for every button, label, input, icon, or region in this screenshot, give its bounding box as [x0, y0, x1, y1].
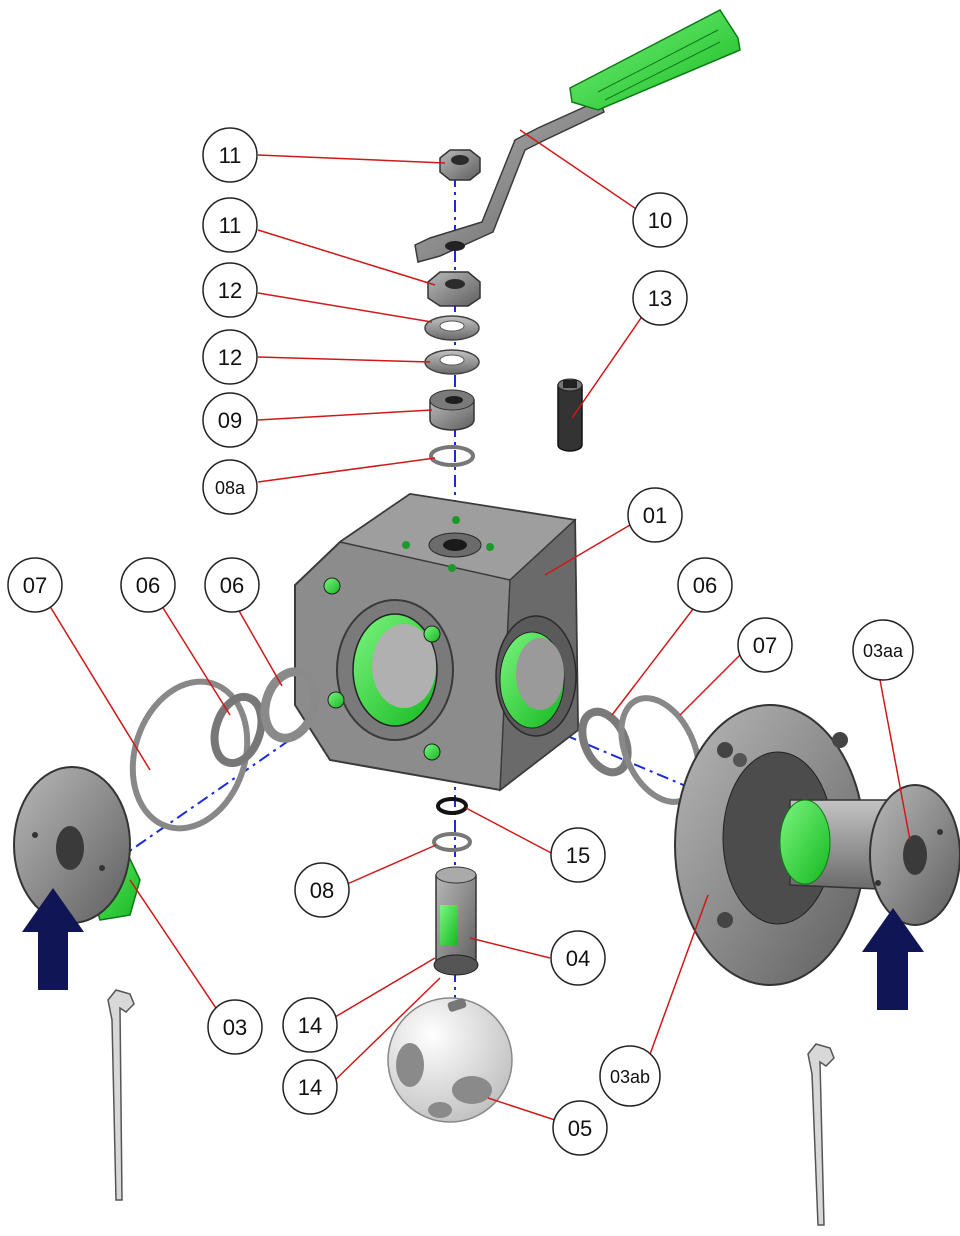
seat-part-right	[578, 707, 632, 777]
callout-10: 10	[632, 192, 688, 248]
stop-screw-part	[557, 378, 583, 452]
callout-label: 03	[223, 1015, 247, 1040]
seat-part-left-outer	[210, 692, 266, 768]
callout-07-right: 07	[737, 617, 793, 673]
callout-15: 15	[550, 827, 606, 883]
callout-14-upper: 14	[282, 997, 338, 1053]
callout-label: 14	[298, 1013, 322, 1038]
callout-label: 08	[310, 878, 334, 903]
handle-part	[414, 9, 741, 263]
callout-label: 13	[648, 286, 672, 311]
callout-11-upper: 11	[202, 127, 258, 183]
callout-label: 01	[643, 503, 667, 528]
callout-label: 04	[566, 946, 590, 971]
callout-12-upper: 12	[202, 262, 258, 318]
callout-08a: 08a	[202, 459, 258, 515]
flow-direction-arrow-left	[22, 888, 84, 990]
callout-label: 12	[218, 278, 242, 303]
valve-body-part	[294, 492, 580, 792]
callout-label: 06	[136, 573, 160, 598]
callout-12-lower: 12	[202, 329, 258, 385]
stem-part	[433, 866, 479, 976]
callout-label: 14	[298, 1075, 322, 1100]
stem-seal-part-top	[429, 445, 475, 467]
callout-04: 04	[550, 930, 606, 986]
gland-part	[429, 389, 475, 431]
callout-09: 09	[202, 392, 258, 448]
gasket-part-left	[129, 678, 251, 832]
callout-03: 03	[207, 999, 263, 1055]
callout-label: 15	[566, 843, 590, 868]
callout-label: 03aa	[863, 641, 904, 661]
callout-label: 11	[219, 213, 242, 238]
ball-part	[387, 997, 513, 1123]
spanner-icon	[107, 989, 135, 1201]
callout-03aa: 03aa	[852, 619, 914, 681]
spanner-icon	[807, 1043, 835, 1226]
callout-label: 09	[218, 408, 242, 433]
callout-06-left-inner: 06	[204, 557, 260, 613]
callout-label: 07	[753, 633, 777, 658]
stem-seal-part-bottom	[432, 832, 472, 852]
nut-part-upper	[439, 149, 481, 181]
callout-11-lower: 11	[202, 197, 258, 253]
callout-label: 03ab	[610, 1067, 650, 1087]
callout-label: 10	[648, 208, 672, 233]
callout-03ab: 03ab	[599, 1045, 661, 1107]
callout-01: 01	[627, 487, 683, 543]
leader-lines	[39, 129, 911, 1121]
nut-part-lower	[427, 271, 481, 307]
callout-05: 05	[552, 1100, 608, 1156]
seat-part-left-inner	[260, 667, 320, 743]
callout-06-right: 06	[677, 557, 733, 613]
callout-label: 08a	[215, 478, 246, 498]
callout-07-left: 07	[7, 557, 63, 613]
flow-direction-arrow-right	[862, 908, 924, 1010]
callout-label: 05	[568, 1116, 592, 1141]
callout-13: 13	[632, 270, 688, 326]
callout-label: 11	[219, 143, 242, 168]
o-ring-part	[436, 797, 468, 815]
callout-label: 06	[220, 573, 244, 598]
callout-label: 12	[218, 345, 242, 370]
end-connector-part-right	[779, 784, 960, 926]
callout-14-lower: 14	[282, 1059, 338, 1115]
washer-part-lower	[424, 349, 480, 375]
callout-06-left-outer: 06	[120, 557, 176, 613]
callout-label: 07	[23, 573, 47, 598]
end-connector-part-left	[13, 766, 141, 924]
callout-label: 06	[693, 573, 717, 598]
callout-08: 08	[294, 862, 350, 918]
washer-part-upper	[424, 315, 480, 341]
